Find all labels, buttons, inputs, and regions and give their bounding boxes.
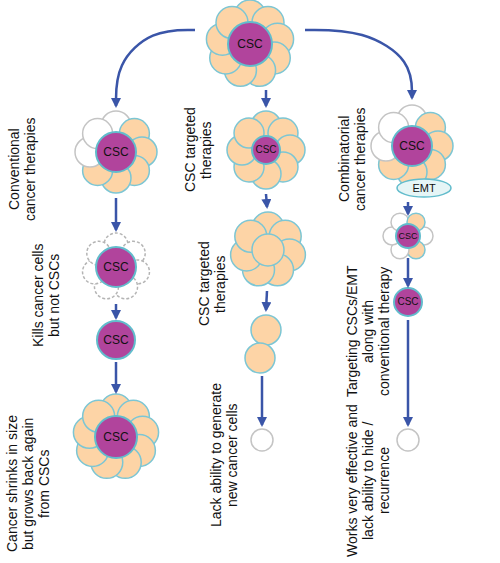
csc-circle (97, 321, 135, 359)
csc-circle (394, 288, 422, 316)
csc-circle (95, 416, 137, 458)
csc-label: CSC (103, 431, 128, 443)
csc-circle (252, 136, 280, 164)
csc-label: CSC (103, 261, 128, 273)
csc-label: CSC (399, 140, 424, 152)
flow-arrow (266, 291, 267, 310)
annotation-label: CSC targeted therapies (196, 234, 230, 334)
cancer-cell (252, 234, 284, 266)
flow-arrow (265, 90, 268, 106)
annotation-label: Kills cancer cells but not CSCs (30, 238, 64, 353)
annotation-label: Lack ability to generate new cancer cell… (208, 378, 242, 533)
flow-arrow (407, 258, 410, 286)
empty-cell (397, 429, 419, 451)
csc-label: CSC (237, 38, 262, 50)
flow-arrow (116, 30, 195, 106)
csc-circle (96, 247, 136, 287)
cell-cluster: CSC EMT (370, 100, 454, 200)
emt-oval: EMT (396, 178, 452, 198)
flow-arrow (407, 320, 410, 425)
cell-cluster: CSC (72, 394, 160, 480)
csc-circle (396, 224, 420, 248)
emt-shape (397, 179, 451, 197)
csc-label: CSC (103, 334, 128, 346)
csc-label: CSC (103, 146, 128, 158)
csc-circle (392, 126, 432, 166)
annotation-label: Combinatorial cancer therapies (336, 100, 370, 218)
csc-circle (228, 22, 272, 66)
csc-circle (96, 132, 136, 172)
cell-cluster: CSC (224, 108, 308, 192)
cell-cluster: CSC (196, 0, 304, 88)
flow-arrow (407, 202, 410, 214)
cancer-cell (245, 343, 275, 373)
flow-arrow (115, 198, 118, 230)
cell-cluster: CSC (96, 320, 136, 360)
flow-arrow (261, 376, 264, 425)
annotation-label: Targeting CSCs/EMT along with convention… (344, 262, 398, 400)
emt-label: EMT (412, 183, 435, 194)
flow-arrow (115, 362, 118, 392)
cell-cluster: CSC (76, 232, 156, 302)
flow-arrow (305, 30, 412, 98)
cancer-cell (251, 315, 281, 345)
csc-label: CSC (397, 297, 418, 307)
annotation-label: CSC targeted therapies (182, 100, 216, 200)
annotation-label: Works very effective and lack ability to… (344, 402, 398, 560)
cell-cluster (231, 212, 306, 286)
annotation-label: Cancer shrinks in size but grows back ag… (4, 410, 56, 558)
empty-cell (251, 429, 273, 451)
cell-cluster: CSC (394, 288, 422, 316)
flow-arrow (115, 304, 118, 318)
cell-cluster: CSC (72, 108, 160, 196)
csc-label: CSC (255, 145, 276, 155)
csc-label: CSC (398, 232, 417, 241)
cell-cluster: CSC (384, 216, 432, 256)
flow-arrow (266, 194, 267, 207)
cell-pair (245, 315, 281, 373)
annotation-label: Conventional cancer therapies (6, 112, 40, 227)
